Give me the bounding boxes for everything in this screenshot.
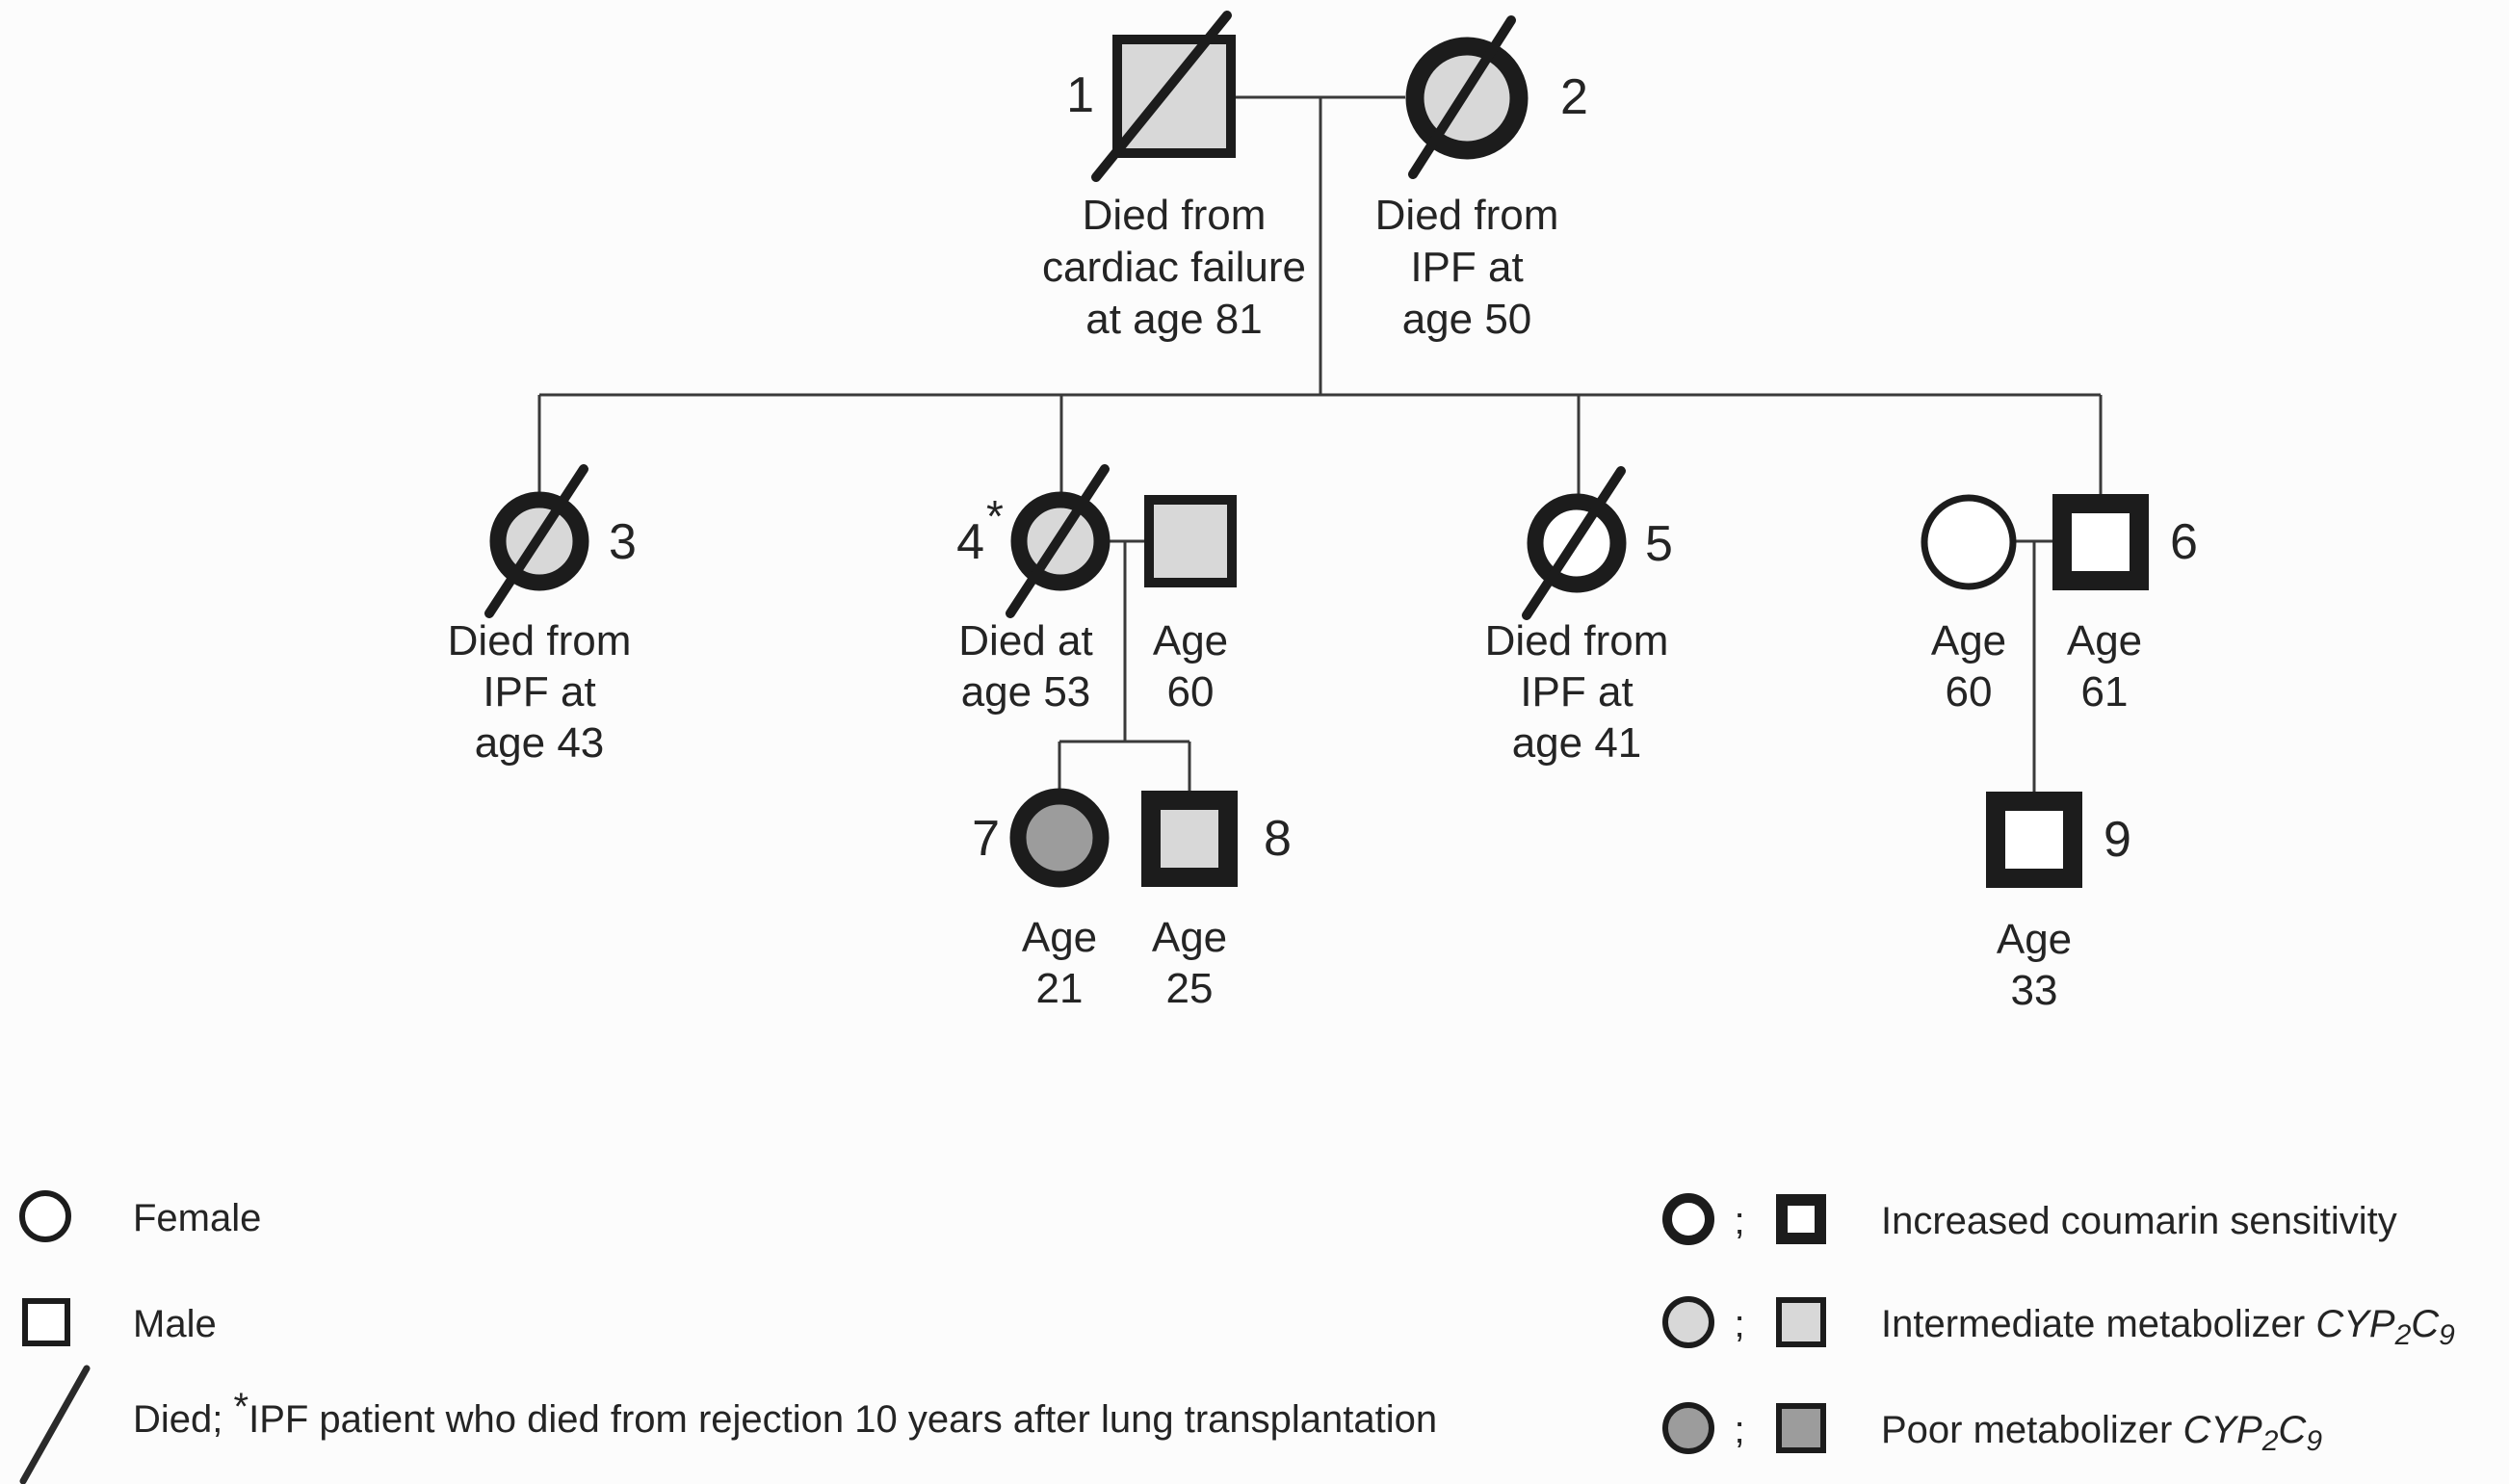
intermediate-label-text: Intermediate metabolizer — [1881, 1303, 2315, 1345]
individual-label-line: 25 — [1166, 965, 1214, 1012]
individual-number: 6 — [2170, 514, 2198, 570]
legend-label-died: Died; *IPF patient who died from rejecti… — [133, 1386, 1437, 1441]
individual-label-line: 60 — [1946, 668, 1993, 716]
coumarin-square-icon — [1776, 1194, 1826, 1244]
individual-number: 4 — [956, 514, 984, 570]
intermediate-square-icon — [1776, 1297, 1826, 1347]
gene-name-pre: CYP — [2182, 1409, 2262, 1451]
individual-label-line: 33 — [2011, 967, 2058, 1014]
deceased-slash-4 — [1006, 464, 1110, 618]
legend-label-intermediate: Intermediate metabolizer CYP2C9 — [1881, 1303, 2455, 1351]
ipf-asterisk-marker: * — [986, 491, 1004, 541]
individual-4-spouse: Age 60 — [1144, 495, 1237, 716]
died-label-asterisk: * — [234, 1386, 249, 1428]
gene-name-sub2: 2 — [2394, 1319, 2412, 1351]
poor-square-icon — [1776, 1403, 1826, 1453]
individual-6: 6 Age 61 — [2052, 494, 2198, 716]
individual-number: 9 — [2104, 812, 2131, 868]
individual-label-line: IPF at — [483, 668, 595, 716]
individual-6-spouse: Age 60 — [1921, 494, 2017, 716]
deceased-slash-1 — [1091, 11, 1232, 182]
intermediate-circle-icon — [1662, 1296, 1714, 1348]
female-symbol-7 — [1009, 788, 1110, 888]
individual-number: 1 — [1066, 67, 1094, 123]
male-legend-icon — [22, 1298, 70, 1346]
deceased-slash-2 — [1408, 15, 1516, 179]
individual-label-line: Age — [1153, 617, 1228, 664]
individual-label-line: Died from — [1375, 192, 1559, 239]
individual-label-line: Age — [2067, 617, 2142, 664]
deceased-slash-3 — [484, 464, 588, 618]
individual-5: 5 Died from IPF at age 41 — [1485, 466, 1673, 767]
individual-label-line: age 41 — [1512, 719, 1642, 767]
male-symbol-6 — [2052, 494, 2149, 590]
individual-label-line: cardiac failure — [1042, 244, 1306, 291]
individual-7: 7 Age 21 — [972, 788, 1110, 1012]
legend-separator: ; — [1734, 1303, 1744, 1345]
individual-label-line: IPF at — [1410, 244, 1523, 291]
individual-number: 8 — [1264, 811, 1292, 867]
individual-label-line: 61 — [2081, 668, 2129, 716]
individual-label-line: Died from — [1083, 192, 1267, 239]
male-symbol-4-spouse — [1144, 495, 1237, 587]
individual-number: 7 — [972, 811, 1000, 867]
female-legend-icon — [19, 1190, 71, 1242]
individual-label-line: Died from — [448, 617, 632, 664]
legend-label-female: Female — [133, 1197, 261, 1239]
individual-2: 2 Died from IPF at age 50 — [1375, 15, 1588, 343]
died-label-pre: Died; — [133, 1398, 234, 1441]
died-label-rest: IPF patient who died from rejection 10 y… — [248, 1398, 1437, 1441]
individual-label-line: 60 — [1167, 668, 1215, 716]
individual-label-line: age 50 — [1402, 296, 1532, 343]
legend-right: ; Increased coumarin sensitivity ; Inter… — [1662, 1193, 2455, 1457]
male-symbol-8 — [1141, 791, 1238, 887]
legend-separator: ; — [1734, 1409, 1744, 1451]
female-symbol-6-spouse — [1921, 494, 2017, 590]
individual-number: 5 — [1645, 516, 1673, 572]
individual-9: 9 Age 33 — [1986, 792, 2131, 1014]
poor-label-text: Poor metabolizer — [1881, 1409, 2182, 1451]
legend-label-poor: Poor metabolizer CYP2C9 — [1881, 1409, 2322, 1457]
individual-label-line: age 43 — [475, 719, 605, 767]
gene-name-pre: CYP — [2315, 1303, 2395, 1345]
individual-3: 3 Died from IPF at age 43 — [448, 464, 637, 767]
legend-label-male: Male — [133, 1303, 217, 1345]
individual-1: 1 Died from cardiac failure at age 81 — [1042, 11, 1306, 343]
deceased-slash-5 — [1522, 466, 1626, 620]
individual-label-line: age 53 — [961, 668, 1091, 716]
gene-name-mid: C — [2411, 1303, 2440, 1345]
individual-4: 4 * Died at age 53 — [956, 464, 1111, 716]
individual-label-line: Age — [1152, 914, 1227, 961]
legend-left: Female Male Died; *IPF patient who died … — [19, 1190, 1437, 1484]
individual-8: 8 Age 25 — [1141, 791, 1292, 1012]
gene-name-sub9: 9 — [2306, 1425, 2322, 1457]
male-symbol-9 — [1986, 792, 2082, 888]
individual-label-line: at age 81 — [1085, 296, 1263, 343]
gene-name-mid: C — [2278, 1409, 2307, 1451]
pedigree-edges — [537, 95, 2103, 795]
individual-label-line: Died from — [1485, 617, 1669, 664]
individual-number: 3 — [609, 514, 637, 570]
individual-label-line: Age — [1997, 916, 2072, 963]
legend-label-coumarin: Increased coumarin sensitivity — [1881, 1200, 2397, 1242]
individual-number: 2 — [1560, 69, 1588, 125]
poor-circle-icon — [1662, 1402, 1714, 1454]
gene-name-sub9: 9 — [2439, 1319, 2455, 1351]
legend-separator: ; — [1734, 1200, 1744, 1242]
died-slash-icon — [19, 1365, 91, 1484]
individual-label-line: IPF at — [1520, 668, 1633, 716]
individual-label-line: Age — [1022, 914, 1097, 961]
individual-label-line: Died at — [958, 617, 1092, 664]
coumarin-circle-icon — [1662, 1193, 1714, 1245]
gene-name-sub2: 2 — [2261, 1425, 2279, 1457]
individual-label-line: Age — [1931, 617, 2006, 664]
individual-label-line: 21 — [1036, 965, 1084, 1012]
